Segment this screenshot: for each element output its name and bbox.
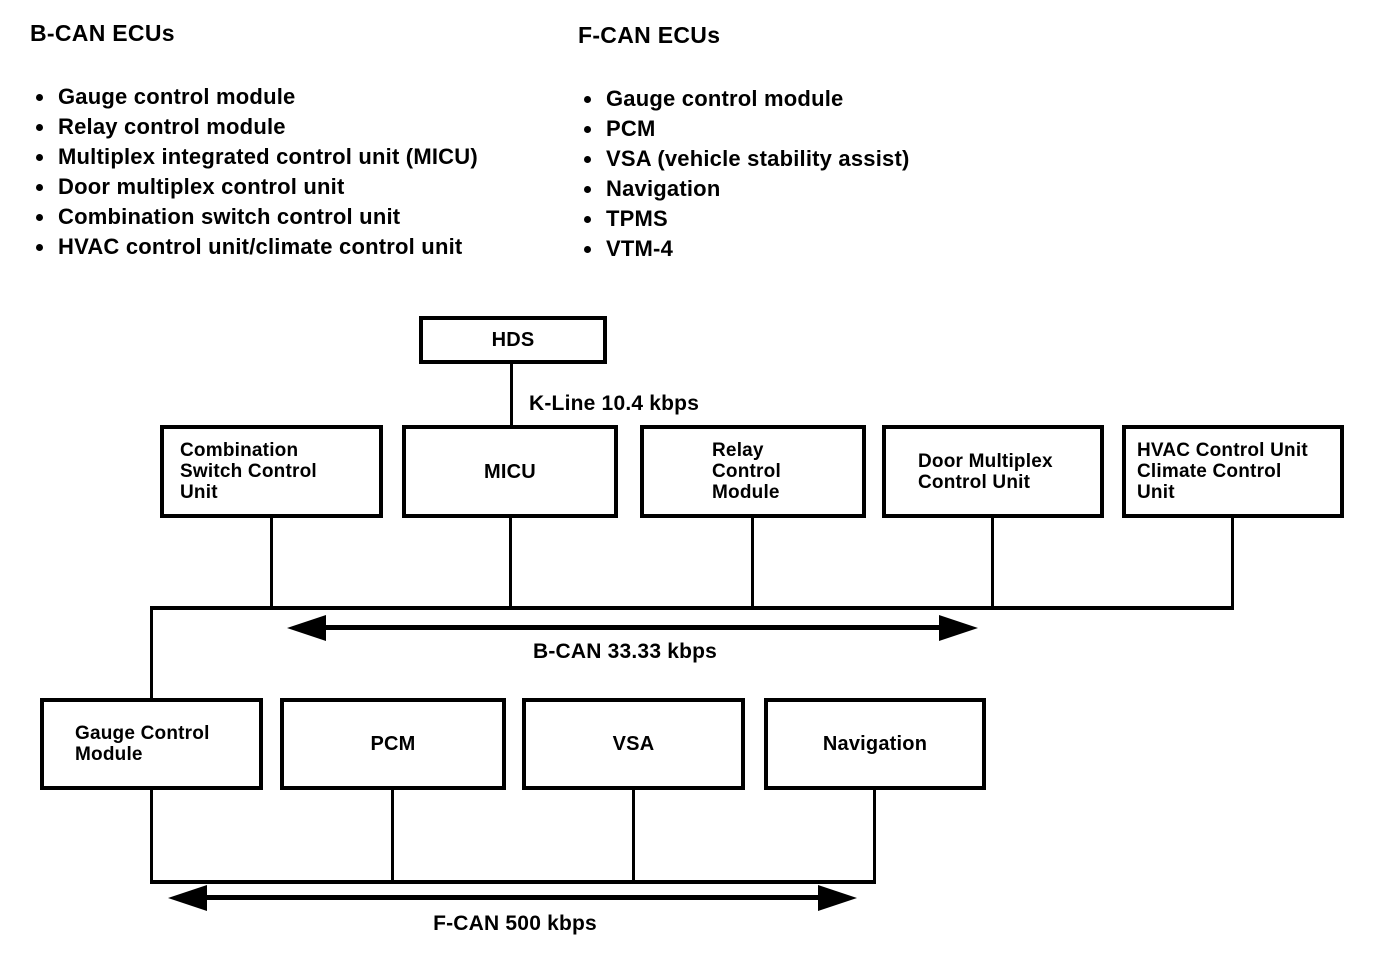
fcan-arrow-shaft: [203, 895, 819, 900]
node-pcm: PCM: [280, 698, 506, 790]
bcan-ecu-item: Gauge control module: [30, 82, 478, 112]
node-label: Door Multiplex Control Unit: [918, 450, 1053, 493]
node-gauge-control-module: Gauge Control Module: [40, 698, 263, 790]
node-label: VSA: [612, 733, 655, 755]
bcan-ecu-item: Multiplex integrated control unit (MICU): [30, 142, 478, 172]
node-combination-switch-control-unit: Combination Switch Control Unit: [160, 425, 383, 518]
fcan-arrow-right-head: [818, 885, 857, 911]
node-label: HVAC Control Unit Climate Control Unit: [1137, 440, 1308, 503]
bcan-drop-line-combination: [270, 516, 273, 608]
fcan-drop-line-navigation: [873, 788, 876, 882]
fcan-bus-label: F-CAN 500 kbps: [433, 912, 597, 935]
node-micu: MICU: [402, 425, 618, 518]
node-label: Combination Switch Control Unit: [180, 440, 317, 503]
bcan-drop-line-micu: [509, 516, 512, 608]
hds-box: HDS: [419, 316, 607, 364]
node-label: MICU: [484, 460, 536, 483]
node-label: PCM: [370, 733, 416, 755]
bcan-drop-line-door-multiplex: [991, 516, 994, 608]
fcan-ecu-item: VSA (vehicle stability assist): [578, 144, 910, 174]
kline-label: K-Line 10.4 kbps: [529, 392, 700, 415]
bcan-ecus-list: Gauge control module Relay control modul…: [30, 82, 478, 262]
fcan-ecu-item: Navigation: [578, 174, 910, 204]
node-vsa: VSA: [522, 698, 745, 790]
node-navigation: Navigation: [764, 698, 986, 790]
node-door-multiplex-control-unit: Door Multiplex Control Unit: [882, 425, 1104, 518]
kline-connector-line: [510, 362, 513, 427]
fcan-ecus-section: F-CAN ECUs Gauge control module PCM VSA …: [578, 22, 910, 264]
fcan-drop-line-pcm: [391, 788, 394, 882]
fcan-drop-line-gauge: [150, 788, 153, 882]
bcan-ecu-item: Door multiplex control unit: [30, 172, 478, 202]
bcan-gateway-line: [150, 606, 153, 700]
node-relay-control-module: Relay Control Module: [640, 425, 866, 518]
fcan-ecus-title: F-CAN ECUs: [578, 22, 721, 48]
bcan-ecu-item: Relay control module: [30, 112, 478, 142]
bcan-arrow-right-head: [939, 615, 978, 641]
fcan-bus-line: [150, 880, 876, 884]
bcan-drop-line-relay: [751, 516, 754, 608]
node-hvac-climate-control-unit: HVAC Control Unit Climate Control Unit: [1122, 425, 1344, 518]
fcan-ecus-list: Gauge control module PCM VSA (vehicle st…: [578, 84, 910, 264]
bcan-ecu-item: Combination switch control unit: [30, 202, 478, 232]
bcan-ecus-title: B-CAN ECUs: [30, 20, 175, 46]
bcan-ecus-section: B-CAN ECUs Gauge control module Relay co…: [30, 20, 478, 262]
bcan-arrow-left-head: [287, 615, 326, 641]
bcan-bus-label: B-CAN 33.33 kbps: [532, 640, 718, 663]
fcan-ecu-item: VTM-4: [578, 234, 910, 264]
bcan-arrow-shaft: [322, 625, 943, 630]
fcan-drop-line-vsa: [632, 788, 635, 882]
hds-label: HDS: [491, 329, 535, 351]
node-label: Gauge Control Module: [75, 723, 210, 765]
node-label: Relay Control Module: [712, 440, 781, 503]
node-label: Navigation: [822, 733, 928, 755]
fcan-arrow-left-head: [168, 885, 207, 911]
bcan-ecu-item: HVAC control unit/climate control unit: [30, 232, 478, 262]
fcan-ecu-item: Gauge control module: [578, 84, 910, 114]
bcan-bus-line: [150, 606, 1234, 610]
fcan-ecu-item: PCM: [578, 114, 910, 144]
bcan-drop-line-hvac: [1231, 516, 1234, 608]
fcan-ecu-item: TPMS: [578, 204, 910, 234]
